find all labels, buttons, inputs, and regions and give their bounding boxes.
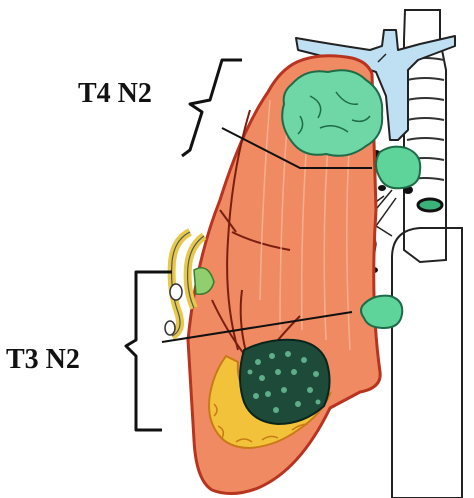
upper-bracket (182, 60, 242, 156)
lower-bracket (126, 272, 172, 430)
mediastinum-outline (392, 228, 462, 498)
lower-mediastinal-node-icon (361, 296, 402, 328)
subcarinal-node (418, 199, 442, 211)
stage-label-t4-n2: T4 N2 (78, 80, 152, 108)
lower-tumor-icon (240, 340, 330, 424)
upper-mediastinal-node-icon (376, 147, 420, 189)
stage-label-t3-n2: T3 N2 (6, 346, 80, 374)
apical-tumor-icon (282, 70, 382, 156)
